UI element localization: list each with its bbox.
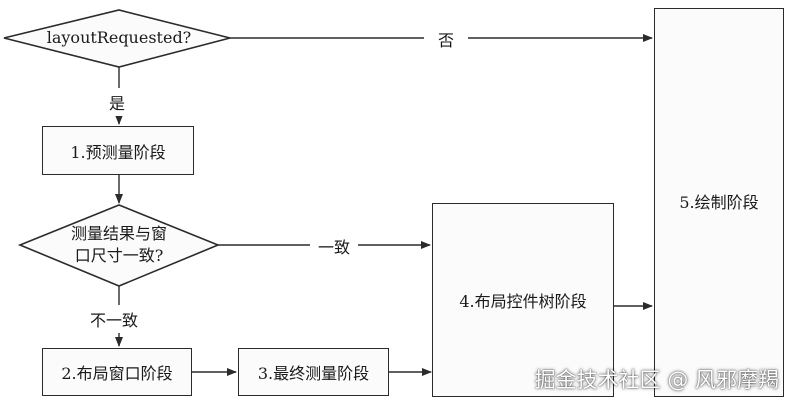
step-5-box: 5.绘制阶段 bbox=[654, 8, 784, 397]
step-4-box: 4.布局控件树阶段 bbox=[432, 203, 614, 397]
step-4-label: 4.布局控件树阶段 bbox=[459, 292, 587, 311]
edge-inconsistent-label: 不一致 bbox=[90, 305, 139, 333]
decision-layout-text: layoutRequested? bbox=[46, 28, 192, 47]
decision-size-line2: 口尺寸一致? bbox=[74, 246, 164, 265]
decision-size-label: 测量结果与窗 口尺寸一致? bbox=[44, 223, 194, 267]
step-1-label: 1.预测量阶段 bbox=[70, 142, 166, 162]
edge-no-label: 否 bbox=[424, 27, 469, 51]
decision-layout-label: layoutRequested? bbox=[34, 27, 204, 49]
step-3-label: 3.最终测量阶段 bbox=[257, 364, 370, 383]
edge-yes-label: 是 bbox=[109, 88, 126, 116]
step-5-label: 5.绘制阶段 bbox=[679, 193, 759, 212]
watermark: 掘金技术社区 @ 风邪摩羯 bbox=[534, 368, 779, 392]
step-2-box: 2.布局窗口阶段 bbox=[42, 348, 192, 396]
step-2-label: 2.布局窗口阶段 bbox=[61, 364, 173, 383]
decision-size-line1: 测量结果与窗 bbox=[70, 224, 167, 243]
step-3-box: 3.最终测量阶段 bbox=[238, 348, 389, 396]
edge-consistent-label: 一致 bbox=[310, 234, 359, 258]
step-1-box: 1.预测量阶段 bbox=[42, 126, 194, 175]
